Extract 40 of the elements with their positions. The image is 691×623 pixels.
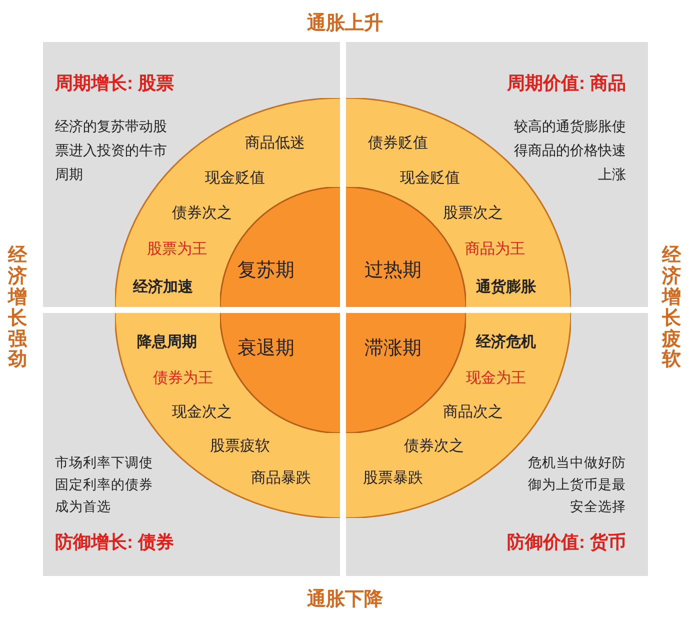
axis-label: 通胀上升	[307, 12, 383, 36]
asset-label: 商品低迷	[245, 136, 305, 150]
stage-label: 通货膨胀	[476, 280, 536, 294]
asset-label: 股票暴跌	[363, 470, 423, 486]
quadrant-panel	[43, 313, 340, 576]
asset-label: 债券次之	[404, 438, 464, 454]
asset-label: 股票次之	[443, 206, 503, 220]
description-text: 危机当中做好防御为上货币是最安全选择	[527, 454, 626, 516]
axis-label: 通胀下降	[307, 588, 383, 612]
axis-label: 经济增长强劲	[8, 246, 27, 372]
asset-label: 股票为王	[147, 242, 207, 256]
asset-label: 商品次之	[443, 404, 503, 420]
asset-label: 现金为王	[466, 370, 526, 386]
description-text: 市场利率下调使固定利率的债券成为首选	[55, 454, 154, 516]
asset-label: 债券贬值	[368, 136, 428, 150]
quadrant-heading: 周期价值: 商品	[507, 72, 626, 95]
description-text: 经济的复苏带动股票进入投资的牛市周期	[55, 117, 168, 184]
phase-label: 滞涨期	[364, 336, 422, 361]
asset-label: 股票疲软	[210, 438, 270, 454]
asset-label: 商品为王	[465, 242, 525, 256]
asset-label: 现金贬值	[400, 170, 460, 186]
asset-label: 现金次之	[172, 404, 232, 420]
phase-label: 过热期	[364, 258, 422, 283]
axis-label: 经济增长疲软	[662, 246, 681, 372]
quadrant-panel	[346, 42, 648, 307]
quadrant-heading: 防御价值: 货币	[507, 531, 626, 554]
phase-label: 复苏期	[238, 258, 294, 283]
quadrant-heading: 防御增长: 债券	[55, 531, 174, 554]
asset-label: 现金贬值	[205, 170, 265, 186]
stage-label: 经济加速	[133, 280, 193, 294]
description-text: 较高的通货膨胀使得商品的价格快速上涨	[513, 117, 626, 184]
quadrant-panel	[43, 42, 340, 307]
quadrant-heading: 周期增长: 股票	[55, 72, 174, 95]
phase-label: 衰退期	[238, 336, 294, 361]
quadrant-panel	[346, 313, 648, 576]
asset-label: 债券为王	[153, 370, 213, 386]
stage-label: 经济危机	[476, 334, 536, 350]
stage-label: 降息周期	[137, 334, 197, 350]
asset-label: 债券次之	[172, 206, 232, 220]
asset-label: 商品暴跌	[251, 470, 311, 486]
